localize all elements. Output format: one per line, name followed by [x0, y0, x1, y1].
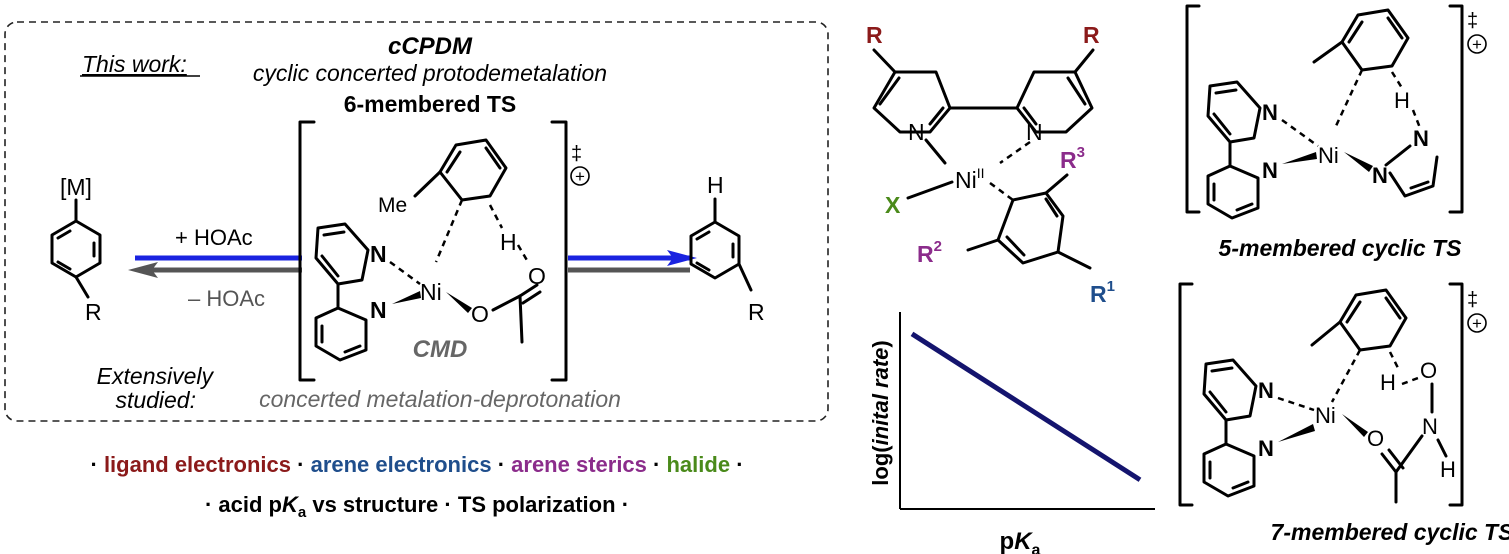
equilibrium-arrows: + HOAc – HOAc [128, 225, 697, 311]
ts6-charge-plus: + [575, 167, 585, 186]
ni-label-ts7: Ni [1315, 403, 1336, 428]
factor-halide: halide [666, 452, 730, 477]
h-label-product: H [707, 172, 724, 198]
forward-reagent: + HOAc [175, 225, 253, 250]
n-label-ts7-amide: N [1422, 414, 1438, 439]
studied-label: studied: [115, 387, 196, 413]
h-label-ts7-nh: H [1440, 457, 1456, 482]
ni-label-ts5: Ni [1318, 143, 1339, 168]
mechanism-box: This work: cCPDM cyclic concerted protod… [4, 21, 829, 422]
extensively-label: Extensively [97, 363, 215, 389]
n-label-right: N [1026, 119, 1043, 145]
ts6-bracket-right [550, 120, 568, 382]
x-halide-label: X [885, 192, 901, 218]
h-label-ts5: H [1394, 88, 1410, 113]
r-label-right-pyridine: R [1083, 22, 1100, 48]
h-label-ts6: H [500, 229, 517, 255]
n-label-ts6-lower: N [370, 297, 387, 323]
ts7-dagger: ‡ [1467, 289, 1478, 311]
reverse-reagent: – HOAc [188, 286, 265, 311]
ts5-dagger: ‡ [1467, 10, 1478, 32]
r-substituent-right: R [748, 299, 765, 325]
o-label-ts7-hydroxyl: O [1420, 358, 1437, 383]
reverse-arrowhead [128, 262, 158, 278]
r1-label: R1 [1090, 278, 1115, 307]
r3-label: R3 [1060, 144, 1085, 173]
arene-product: H R [689, 172, 765, 325]
ts6-structure: ‡ + Me H Ni N N O [298, 120, 590, 382]
n-label-ts5-upper: N [1262, 100, 1278, 125]
ts5-structure: ‡ + H Ni N N N N 5-membered cyclic TS [1185, 4, 1487, 261]
ts7-structure: ‡ + H O N H Ni O N N 7-membere [1178, 282, 1509, 545]
factors-line-2: · acid pKa vs structure · TS polarizatio… [205, 492, 629, 521]
factors-list: · ligand electronics · arene electronics… [90, 452, 743, 521]
aryl-metal-arene: [M] R [50, 174, 102, 325]
h-label-ts7: H [1380, 370, 1396, 395]
o-label-ts6-lower: O [471, 301, 489, 327]
ts5-charge-plus: + [1472, 35, 1482, 54]
n-label-pyrazole-2: N [1413, 126, 1429, 151]
ts5-bracket-left [1185, 4, 1201, 214]
ts6-charge-circle [570, 166, 590, 186]
ts7-bracket-left [1178, 282, 1194, 507]
ts7-bracket-right [1448, 282, 1464, 507]
ts6-bracket-left [298, 120, 316, 382]
this-work-label: This work: [82, 51, 187, 77]
n-label-pyrazole-1: N [1372, 163, 1388, 188]
ccpdm-description: cyclic concerted protodemetalation [253, 60, 607, 86]
plot-series [910, 331, 1142, 482]
factor-arene-electronics: arene electronics [311, 452, 492, 477]
ts5-bracket-right [1448, 4, 1464, 214]
n-label-ts6-upper: N [370, 241, 387, 267]
ts7-charge-plus: + [1472, 314, 1482, 333]
rate-vs-pka-plot: pKa log(inital rate) [868, 312, 1155, 554]
ts5-charge-circle [1467, 34, 1487, 54]
cmd-description: concerted metalation-deprotonation [259, 386, 621, 412]
r2-label: R2 [917, 238, 942, 267]
factor-arene-sterics: arene sterics [511, 452, 647, 477]
o-label-ts6-upper: O [528, 263, 546, 289]
n-label-ts7-lower: N [1258, 436, 1274, 461]
forward-arrowhead [667, 250, 697, 266]
y-axis-label: log(inital rate) [868, 340, 893, 485]
n-label-left: N [908, 119, 925, 145]
n-label-ts5-lower: N [1262, 158, 1278, 183]
factors-line-1: · ligand electronics · arene electronics… [90, 452, 743, 477]
x-axis-label: pKa [1000, 528, 1041, 554]
factor-ligand-electronics: ligand electronics [104, 452, 291, 477]
r-substituent-left: R [85, 299, 102, 325]
ts7-charge-circle [1467, 313, 1487, 333]
series-line-0 [910, 331, 1142, 482]
metal-label: [M] [60, 174, 92, 200]
ts6-dagger: ‡ [571, 143, 582, 165]
ni-label-complex: NiII [955, 165, 985, 193]
o-label-ts7-carbonyl: O [1367, 426, 1384, 451]
ni-label-ts6: Ni [420, 279, 442, 305]
cmd-title: CMD [413, 336, 468, 363]
dashed-frame [4, 21, 829, 422]
ts7-caption: 7-membered cyclic TS [1271, 519, 1509, 545]
ts-size-label: 6-membered TS [344, 91, 517, 117]
ccpdm-title: cCPDM [388, 33, 473, 60]
me-label: Me [378, 194, 407, 217]
r-label-left-pyridine: R [866, 22, 883, 48]
n-label-ts7-upper: N [1258, 378, 1274, 403]
ts5-caption: 5-membered cyclic TS [1219, 235, 1463, 261]
nickel-aryl-complex: R R N N NiII X R3 R2 R1 [866, 22, 1115, 307]
